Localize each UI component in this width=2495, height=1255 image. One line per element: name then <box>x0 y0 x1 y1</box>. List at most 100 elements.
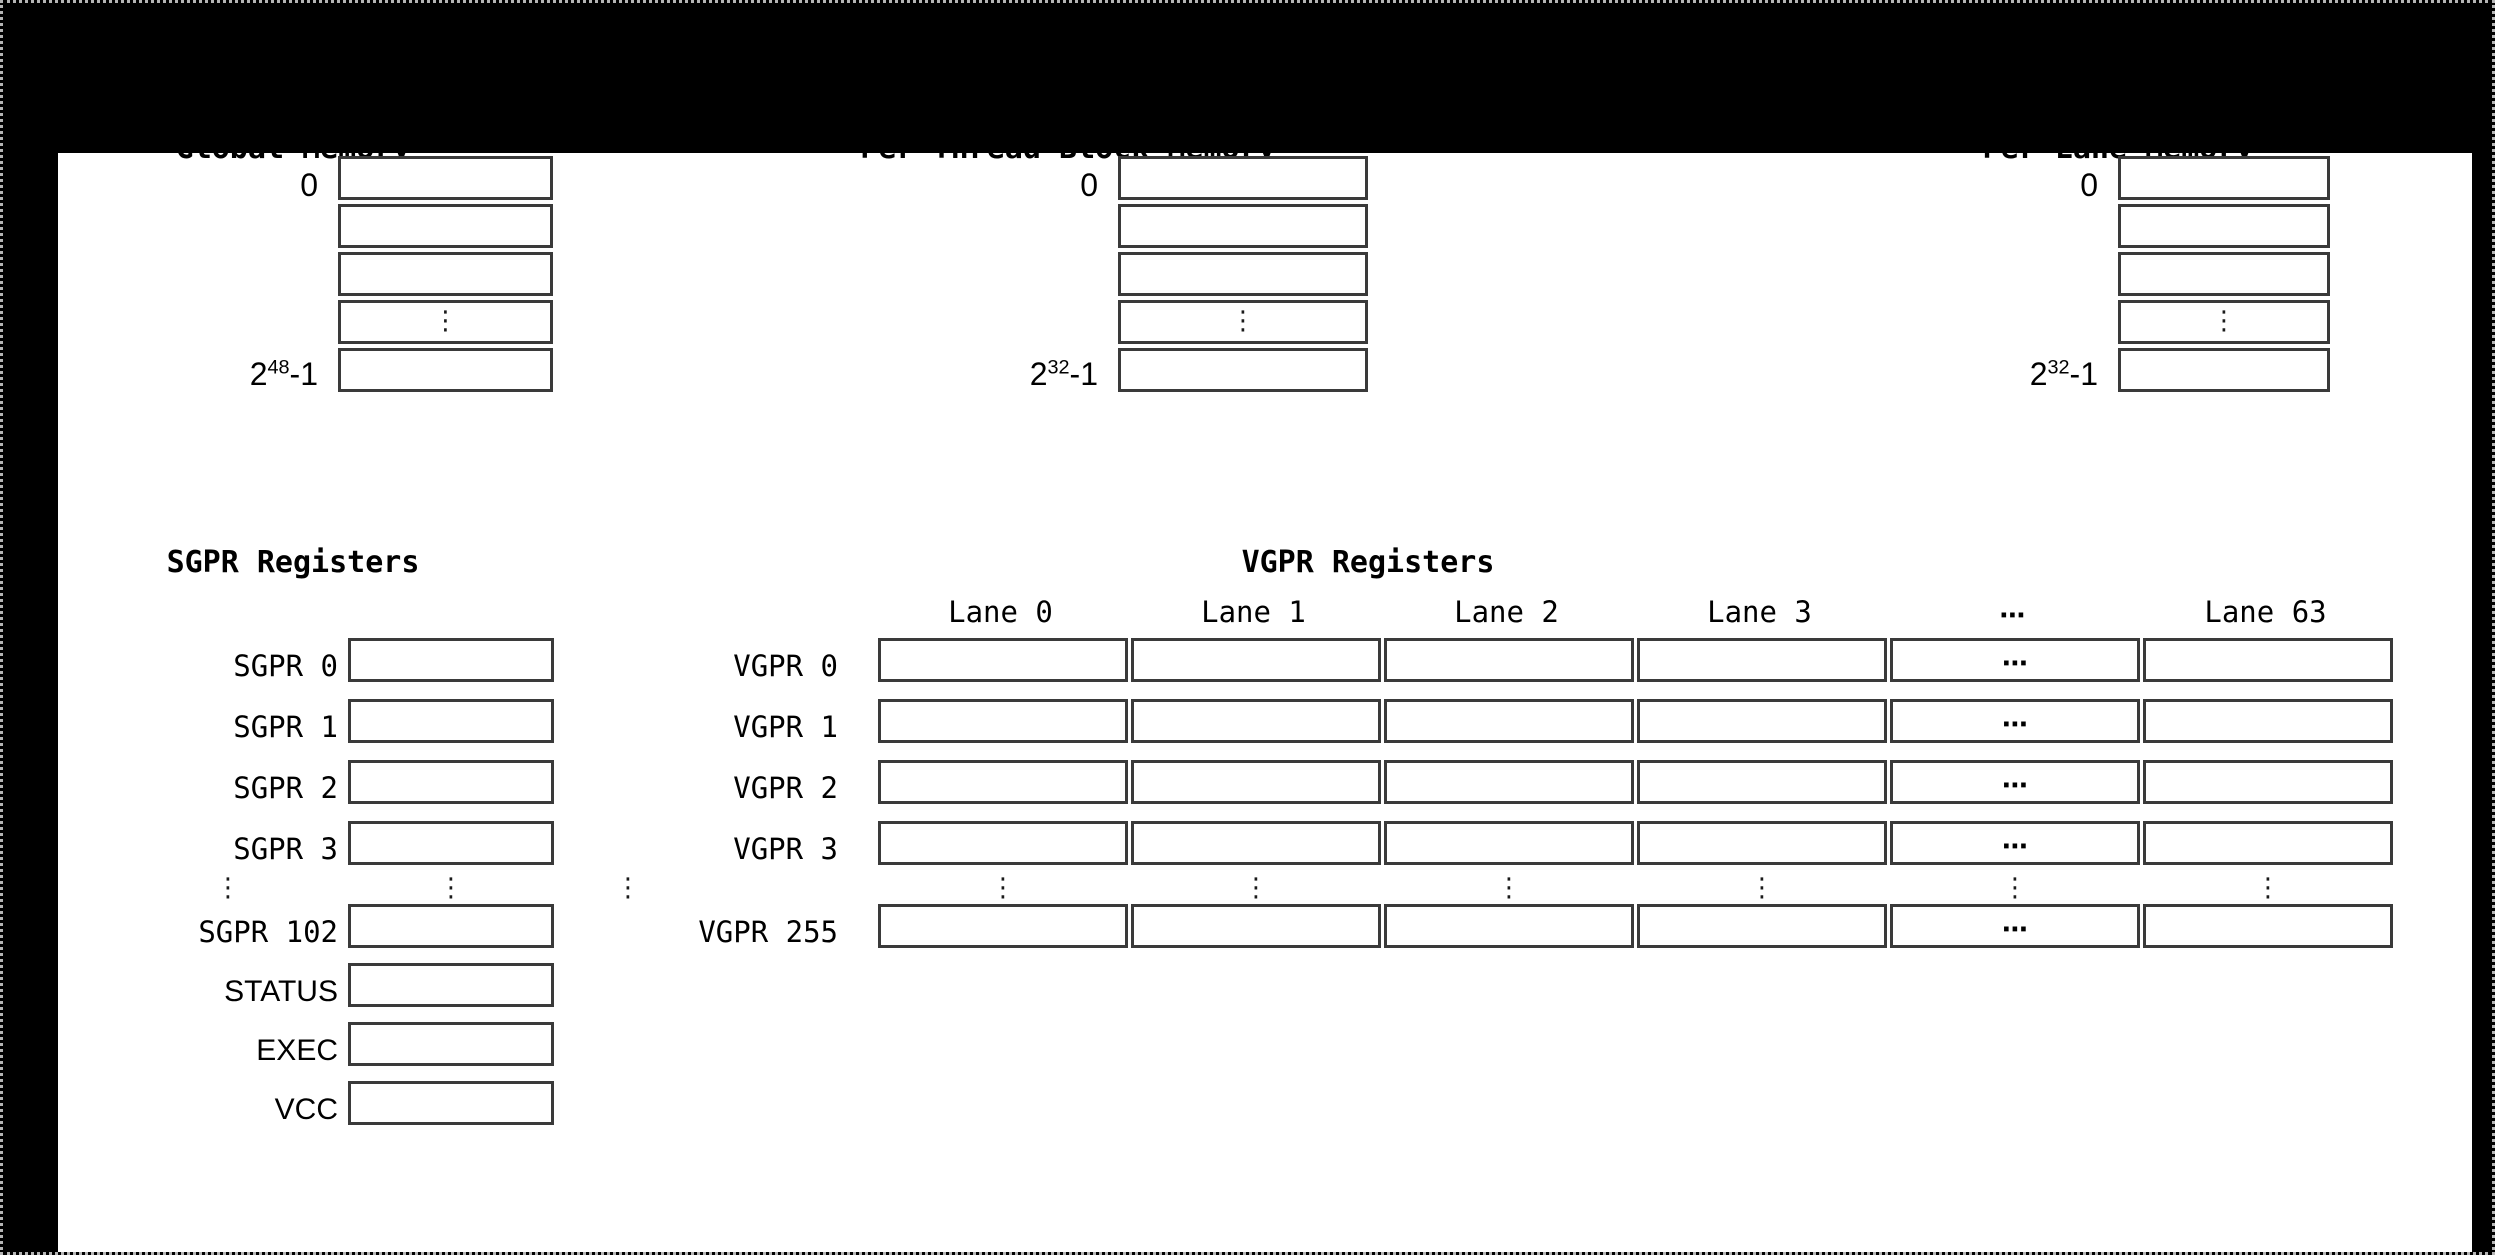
sgpr-cell[interactable] <box>348 638 554 682</box>
global-memory-first-index: 0 <box>300 167 318 203</box>
vgpr-column-header-ellipsis: ⋯ <box>1999 601 2026 631</box>
lane-memory-cell[interactable] <box>2118 348 2330 392</box>
lane-memory-last-index-base: 2 <box>2029 356 2048 392</box>
sgpr-cell[interactable] <box>348 904 554 948</box>
vgpr-cell[interactable] <box>878 760 1128 804</box>
lane-memory-cell[interactable] <box>2118 156 2330 200</box>
vgpr-cell[interactable] <box>1637 821 1887 865</box>
global-memory-last-index: 248-1 <box>78 356 318 392</box>
thread-block-memory-last-index-suffix: -1 <box>1069 356 1098 392</box>
thread-block-memory-cell[interactable] <box>1118 300 1368 344</box>
vgpr-row-label-0: VGPR 0 <box>733 649 838 683</box>
lane-memory-cell[interactable] <box>2118 204 2330 248</box>
vgpr-cell[interactable] <box>1131 821 1381 865</box>
vgpr-cell-ellipsis-glyph: ⋯ <box>2002 832 2028 862</box>
vgpr-cell[interactable] <box>1637 699 1887 743</box>
vgpr-cell[interactable] <box>2143 821 2393 865</box>
thread-block-memory-first-index: 0 <box>1080 167 1098 203</box>
vgpr-row-label-255: VGPR 255 <box>698 915 838 949</box>
vgpr-cell-ellipsis[interactable] <box>1890 699 2140 743</box>
thread-block-memory-cell[interactable] <box>1118 156 1368 200</box>
vgpr-cell[interactable] <box>1637 904 1887 948</box>
vgpr-column-header-lane-1: Lane 1 <box>1201 595 1306 629</box>
lane-memory-title: Per Lane Memory <box>1758 153 2472 166</box>
vgpr-column-header-lane-63: Lane 63 <box>2204 595 2327 629</box>
vgpr-cell[interactable] <box>2143 638 2393 682</box>
vgpr-cell-ellipsis-glyph: ⋯ <box>2002 649 2028 679</box>
sgpr-cell[interactable] <box>348 699 554 743</box>
thread-block-memory-last-index: 232-1 <box>858 356 1098 392</box>
vgpr-cell[interactable] <box>1131 760 1381 804</box>
sgpr-registers-title: SGPR Registers <box>166 545 420 580</box>
vgpr-column-ellipsis-lane-3: ⋮ <box>1749 873 1775 903</box>
vgpr-cell[interactable] <box>878 699 1128 743</box>
vgpr-cell-ellipsis-glyph: ⋯ <box>2002 771 2028 801</box>
vgpr-cell[interactable] <box>2143 699 2393 743</box>
vgpr-cell[interactable] <box>1384 760 1634 804</box>
vgpr-row-label-ellipsis: ⋮ <box>615 873 641 903</box>
global-memory-last-index-exponent: 48 <box>267 356 290 379</box>
thread-block-memory-cell[interactable] <box>1118 204 1368 248</box>
thread-block-memory-last-index-exponent: 32 <box>1047 356 1070 379</box>
vgpr-cell[interactable] <box>878 904 1128 948</box>
sgpr-cell-exec[interactable] <box>348 1022 554 1066</box>
lane-memory-cell[interactable] <box>2118 300 2330 344</box>
sgpr-row-label-1: SGPR 1 <box>233 710 338 744</box>
lane-memory-last-index: 232-1 <box>1858 356 2098 392</box>
global-memory-last-index-base: 2 <box>249 356 268 392</box>
lane-memory-first-index: 0 <box>2080 167 2098 203</box>
vgpr-cell[interactable] <box>1637 638 1887 682</box>
vgpr-cell[interactable] <box>2143 760 2393 804</box>
diagram-canvas: Global Memory 0 ⋮ 248-1 Per Thread Block… <box>58 153 2472 1252</box>
global-memory-last-index-suffix: -1 <box>289 356 318 392</box>
vgpr-cell-ellipsis[interactable] <box>1890 821 2140 865</box>
vgpr-column-ellipsis-lane-1: ⋮ <box>1243 873 1269 903</box>
global-memory-cell[interactable] <box>338 156 553 200</box>
sgpr-cell-ellipsis: ⋮ <box>438 873 464 903</box>
vgpr-cell-ellipsis[interactable] <box>1890 638 2140 682</box>
sgpr-cell[interactable] <box>348 760 554 804</box>
vgpr-cell[interactable] <box>878 821 1128 865</box>
vgpr-cell[interactable] <box>1131 904 1381 948</box>
thread-block-memory-cell[interactable] <box>1118 252 1368 296</box>
lane-memory-cell[interactable] <box>2118 252 2330 296</box>
vgpr-registers-title: VGPR Registers <box>1241 545 1495 580</box>
vgpr-cell[interactable] <box>1637 760 1887 804</box>
vgpr-cell[interactable] <box>1384 904 1634 948</box>
vgpr-cell[interactable] <box>1384 699 1634 743</box>
vgpr-column-ellipsis-lane-0: ⋮ <box>990 873 1016 903</box>
vgpr-cell[interactable] <box>878 638 1128 682</box>
vgpr-row-label-3: VGPR 3 <box>733 832 838 866</box>
thread-block-memory-row-ellipsis: ⋮ <box>1230 306 1256 336</box>
vgpr-cell[interactable] <box>1384 638 1634 682</box>
sgpr-cell-vcc[interactable] <box>348 1081 554 1125</box>
global-memory-cell[interactable] <box>338 348 553 392</box>
vgpr-cell-ellipsis[interactable] <box>1890 904 2140 948</box>
vgpr-column-ellipsis-middle: ⋮ <box>2002 873 2028 903</box>
vgpr-cell[interactable] <box>1131 699 1381 743</box>
sgpr-row-label-0: SGPR 0 <box>233 649 338 683</box>
vgpr-column-header-lane-2: Lane 2 <box>1454 595 1559 629</box>
sgpr-cell[interactable] <box>348 821 554 865</box>
vgpr-cell[interactable] <box>1131 638 1381 682</box>
vgpr-cell[interactable] <box>1384 821 1634 865</box>
vgpr-cell-ellipsis-glyph: ⋯ <box>2002 915 2028 945</box>
vgpr-column-ellipsis-lane-63: ⋮ <box>2255 873 2281 903</box>
global-memory-cell[interactable] <box>338 300 553 344</box>
lane-memory-last-index-suffix: -1 <box>2069 356 2098 392</box>
sgpr-row-label-102: SGPR 102 <box>198 915 338 949</box>
sgpr-row-label-exec: EXEC <box>256 1034 338 1067</box>
vgpr-cell-ellipsis[interactable] <box>1890 760 2140 804</box>
global-memory-cell[interactable] <box>338 204 553 248</box>
global-memory-cell[interactable] <box>338 252 553 296</box>
thread-block-memory-last-index-base: 2 <box>1029 356 1048 392</box>
sgpr-row-label-vcc: VCC <box>274 1093 338 1126</box>
global-memory-row-ellipsis: ⋮ <box>432 306 459 336</box>
sgpr-cell-status[interactable] <box>348 963 554 1007</box>
sgpr-row-label-3: SGPR 3 <box>233 832 338 866</box>
lane-memory-last-index-exponent: 32 <box>2047 356 2070 379</box>
vgpr-cell[interactable] <box>2143 904 2393 948</box>
sgpr-label-ellipsis: ⋮ <box>215 873 241 903</box>
thread-block-memory-cell[interactable] <box>1118 348 1368 392</box>
